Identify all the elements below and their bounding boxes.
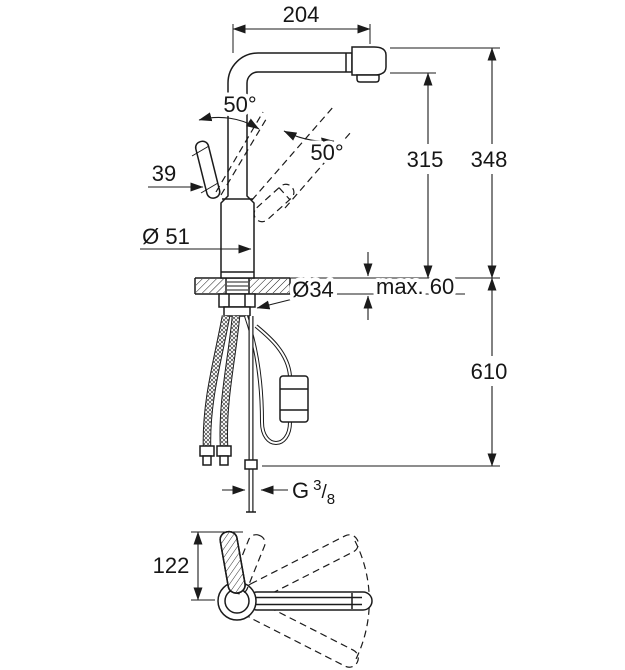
mounting-shank (218, 278, 256, 317)
lever-handle (194, 140, 221, 199)
spray-head (351, 46, 387, 83)
dim-hole-diameter: Ø34 (292, 277, 334, 302)
supply-hoses (199, 315, 241, 466)
dim-lever-swivel-angle: 50° (223, 92, 256, 117)
pullout-hose-loop (244, 315, 292, 445)
connection-pipe (244, 316, 258, 513)
dim-lever-width: 39 (152, 161, 176, 186)
counterweight (279, 375, 309, 423)
pullout-spray-construction (251, 105, 352, 223)
dim-body-diameter: Ø 51 (142, 224, 190, 249)
faucet-side-view (220, 52, 353, 279)
dim-reach: 204 (283, 2, 320, 27)
plan-lever (219, 530, 246, 594)
plan-spout (247, 591, 373, 611)
dim-height-underside: 315 (407, 147, 444, 172)
faucet-plan-view (191, 530, 373, 668)
dim-spray-angle: 50° (310, 140, 343, 165)
dim-deck-thickness-max: max. 60 (376, 274, 454, 299)
dim-height-total: 348 (471, 147, 508, 172)
dimension-lines (140, 24, 500, 495)
countertop-section (194, 277, 500, 295)
dim-hose-length: 610 (471, 359, 508, 384)
lever-swivel-construction (198, 111, 269, 196)
dim-plan-depth: 122 (153, 553, 190, 578)
